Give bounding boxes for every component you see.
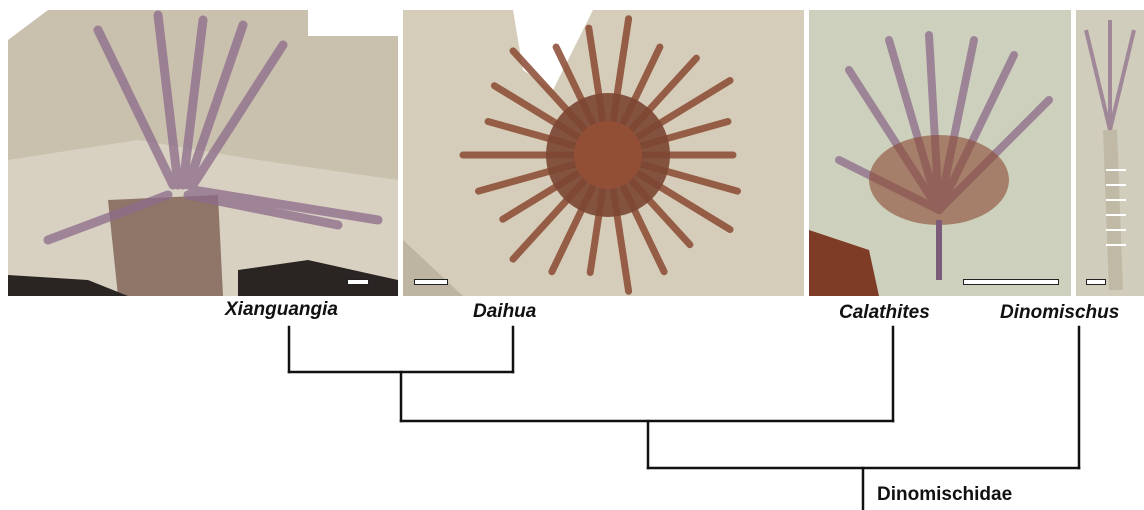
taxon-label-calathites: Calathites xyxy=(839,302,930,324)
taxon-label-dinomischus: Dinomischus xyxy=(1000,302,1119,324)
taxon-label-xianguangia: Xianguangia xyxy=(225,299,338,321)
taxon-label-daihua: Daihua xyxy=(473,301,536,323)
clade-label-dinomischidae: Dinomischidae xyxy=(877,484,1012,506)
